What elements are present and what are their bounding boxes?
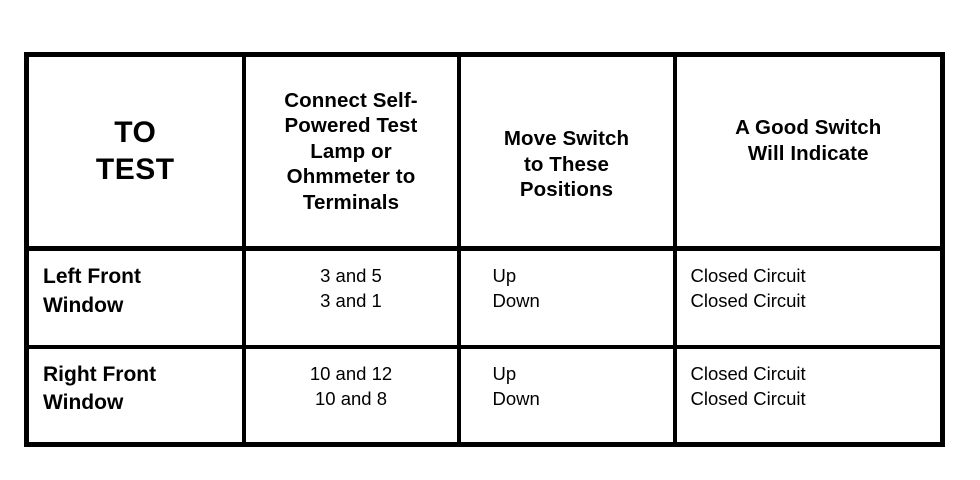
header-line: TO — [114, 115, 157, 149]
cell-line: 3 and 1 — [320, 290, 382, 312]
header-line: to These — [523, 152, 610, 176]
cell-line: Closed Circuit — [690, 265, 806, 286]
table-header: TO TEST Connect Self- Powered Test Lamp … — [26, 54, 943, 251]
column-header-to-test-text: TO TEST — [29, 115, 242, 188]
cell-test-item-text: Left Front Window — [29, 251, 242, 320]
cell-indication: Closed Circuit Closed Circuit — [675, 249, 943, 347]
column-header-switch-positions: Move Switch to These Positions — [458, 54, 677, 251]
cell-terminals-text: 10 and 12 10 and 8 — [246, 349, 457, 411]
cell-indication-text: Closed Circuit Closed Circuit — [677, 251, 941, 313]
cell-line: Up — [492, 362, 517, 384]
cell-switch-positions: Up Down — [458, 248, 677, 347]
cell-line: Window — [43, 391, 124, 415]
header-line: A Good Switch — [735, 116, 882, 140]
cell-terminals: 3 and 5 3 and 1 — [243, 248, 461, 347]
cell-line: Window — [43, 293, 124, 317]
cell-line: Down — [492, 290, 540, 312]
column-header-switch-positions-text: Move Switch to These Positions — [461, 100, 673, 202]
header-line: Lamp or — [310, 139, 392, 163]
cell-test-item: Right Front Window — [26, 344, 246, 445]
cell-line: 10 and 12 — [309, 362, 393, 384]
header-line: Will Indicate — [747, 141, 869, 165]
header-line: Connect Self- — [284, 88, 418, 112]
cell-line: Closed Circuit — [690, 362, 806, 384]
cell-line: Down — [492, 387, 540, 409]
cell-indication-text: Closed Circuit Closed Circuit — [677, 349, 941, 411]
cell-terminals-text: 3 and 5 3 and 1 — [246, 251, 457, 313]
cell-test-item: Left Front Window — [26, 248, 246, 347]
column-header-terminals: Connect Self- Powered Test Lamp or Ohmme… — [243, 54, 461, 251]
table-body: Left Front Window 3 and 5 3 and 1 Up Dow… — [26, 248, 943, 445]
table-row: Right Front Window 10 and 12 10 and 8 Up… — [26, 344, 943, 445]
column-header-good-switch-indicate: A Good Switch Will Indicate — [674, 54, 943, 251]
cell-line: 3 and 5 — [320, 265, 382, 286]
header-line: TEST — [95, 152, 175, 186]
header-line: Ohmmeter to — [286, 165, 416, 189]
cell-line: Right Front — [43, 362, 157, 386]
table-row: Left Front Window 3 and 5 3 and 1 Up Dow… — [26, 248, 943, 347]
column-header-terminals-text: Connect Self- Powered Test Lamp or Ohmme… — [246, 88, 457, 215]
table-header-row: TO TEST Connect Self- Powered Test Lamp … — [26, 54, 943, 251]
cell-switch-positions-text: Up Down — [461, 349, 673, 411]
switch-test-table: TO TEST Connect Self- Powered Test Lamp … — [24, 52, 945, 447]
cell-line: Closed Circuit — [690, 290, 806, 312]
header-line: Positions — [519, 178, 614, 202]
cell-switch-positions-text: Up Down — [461, 251, 673, 313]
cell-line: 10 and 8 — [314, 387, 387, 409]
cell-terminals: 10 and 12 10 and 8 — [243, 344, 461, 445]
header-line: Terminals — [302, 190, 400, 214]
cell-test-item-text: Right Front Window — [29, 349, 242, 418]
cell-switch-positions: Up Down — [458, 344, 677, 445]
cell-line: Up — [492, 265, 517, 286]
header-line: Powered Test — [284, 114, 418, 138]
cell-line: Closed Circuit — [690, 387, 806, 409]
column-header-to-test: TO TEST — [26, 54, 246, 251]
header-line: Move Switch — [503, 127, 630, 151]
cell-line: Left Front — [43, 265, 141, 288]
cell-indication: Closed Circuit Closed Circuit — [674, 344, 943, 445]
column-header-good-switch-indicate-text: A Good Switch Will Indicate — [677, 115, 941, 188]
